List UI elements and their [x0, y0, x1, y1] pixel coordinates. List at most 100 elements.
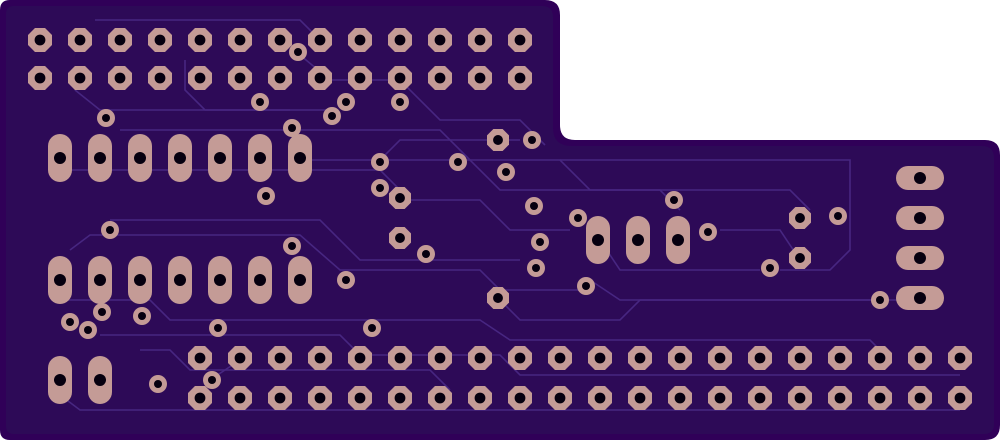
- pad-drill: [74, 72, 86, 84]
- through-hole-pad: [428, 66, 452, 90]
- copper-trace: [300, 159, 811, 211]
- via-drill: [328, 112, 336, 120]
- pad-drill: [554, 392, 566, 404]
- oval-pad: [88, 134, 112, 182]
- via-drill: [530, 202, 538, 210]
- pad-drill: [794, 352, 806, 364]
- via: [289, 43, 307, 61]
- pad-drill: [274, 72, 286, 84]
- via: [577, 277, 595, 295]
- through-hole-pad: [468, 386, 492, 410]
- oval-pad: [896, 166, 944, 190]
- oval-pad: [88, 256, 112, 304]
- through-hole-pad: [388, 28, 412, 52]
- pad-drill: [754, 352, 766, 364]
- via-drill: [66, 318, 74, 326]
- through-hole-pad: [348, 66, 372, 90]
- through-hole-pad: [188, 66, 212, 90]
- through-hole-pad: [188, 386, 212, 410]
- copper-trace: [560, 159, 851, 271]
- via: [665, 191, 683, 209]
- oval-drill: [914, 172, 926, 184]
- via-drill: [766, 264, 774, 272]
- through-hole-pad: [668, 386, 692, 410]
- copper-trace: [379, 139, 520, 161]
- oval-pad: [88, 356, 112, 404]
- through-hole-pad: [28, 28, 52, 52]
- through-hole-pad: [828, 386, 852, 410]
- pad-drill: [395, 193, 405, 203]
- oval-drill: [294, 274, 306, 286]
- via-drill: [262, 192, 270, 200]
- oval-pad: [48, 356, 72, 404]
- through-hole-pad: [588, 346, 612, 370]
- through-hole-pad: [789, 207, 811, 229]
- via: [323, 107, 341, 125]
- through-hole-pad: [68, 28, 92, 52]
- oval-drill: [294, 152, 306, 164]
- via-drill: [256, 98, 264, 106]
- via-drill: [396, 98, 404, 106]
- through-hole-pad: [748, 386, 772, 410]
- oval-drill: [672, 234, 684, 246]
- pad-drill: [314, 34, 326, 46]
- via-drill: [288, 242, 296, 250]
- via: [101, 221, 119, 239]
- pad-drill: [114, 72, 126, 84]
- through-hole-pad: [908, 346, 932, 370]
- oval-drill: [134, 152, 146, 164]
- oval-drill: [592, 234, 604, 246]
- pad-drill: [554, 352, 566, 364]
- oval-pad: [48, 256, 72, 304]
- oval-pad: [168, 256, 192, 304]
- pad-drill: [914, 392, 926, 404]
- via: [363, 319, 381, 337]
- oval-drill: [914, 292, 926, 304]
- via: [61, 313, 79, 331]
- through-hole-pad: [788, 386, 812, 410]
- pad-drill: [394, 34, 406, 46]
- pad-drill: [954, 392, 966, 404]
- pad-drill: [234, 392, 246, 404]
- oval-pad: [626, 216, 650, 264]
- via: [523, 131, 541, 149]
- via: [337, 93, 355, 111]
- via-drill: [376, 158, 384, 166]
- through-hole-pad: [487, 129, 509, 151]
- oval-drill: [54, 274, 66, 286]
- pad-drill: [114, 34, 126, 46]
- via: [829, 207, 847, 225]
- through-hole-pad: [487, 287, 509, 309]
- via-drill: [208, 376, 216, 384]
- via: [531, 233, 549, 251]
- pad-drill: [274, 352, 286, 364]
- pad-drill: [674, 352, 686, 364]
- oval-pad: [896, 286, 944, 310]
- via-drill: [214, 324, 222, 332]
- pad-drill: [154, 72, 166, 84]
- via-drill: [876, 296, 884, 304]
- through-hole-pad: [228, 346, 252, 370]
- via: [371, 153, 389, 171]
- via: [93, 303, 111, 321]
- through-hole-pad: [868, 386, 892, 410]
- oval-pad: [248, 256, 272, 304]
- copper-trace: [499, 299, 900, 321]
- pad-drill: [394, 72, 406, 84]
- via-drill: [84, 326, 92, 334]
- oval-drill: [214, 274, 226, 286]
- through-hole-pad: [908, 386, 932, 410]
- through-hole-pad: [228, 66, 252, 90]
- copper-trace: [110, 219, 520, 261]
- through-hole-pad: [268, 346, 292, 370]
- oval-drill: [94, 374, 106, 386]
- via: [449, 153, 467, 171]
- through-hole-pad: [188, 28, 212, 52]
- pad-drill: [795, 213, 805, 223]
- via: [527, 259, 545, 277]
- pad-drill: [514, 34, 526, 46]
- through-hole-pad: [148, 66, 172, 90]
- through-hole-pad: [468, 346, 492, 370]
- pad-drill: [514, 72, 526, 84]
- through-hole-pad: [108, 66, 132, 90]
